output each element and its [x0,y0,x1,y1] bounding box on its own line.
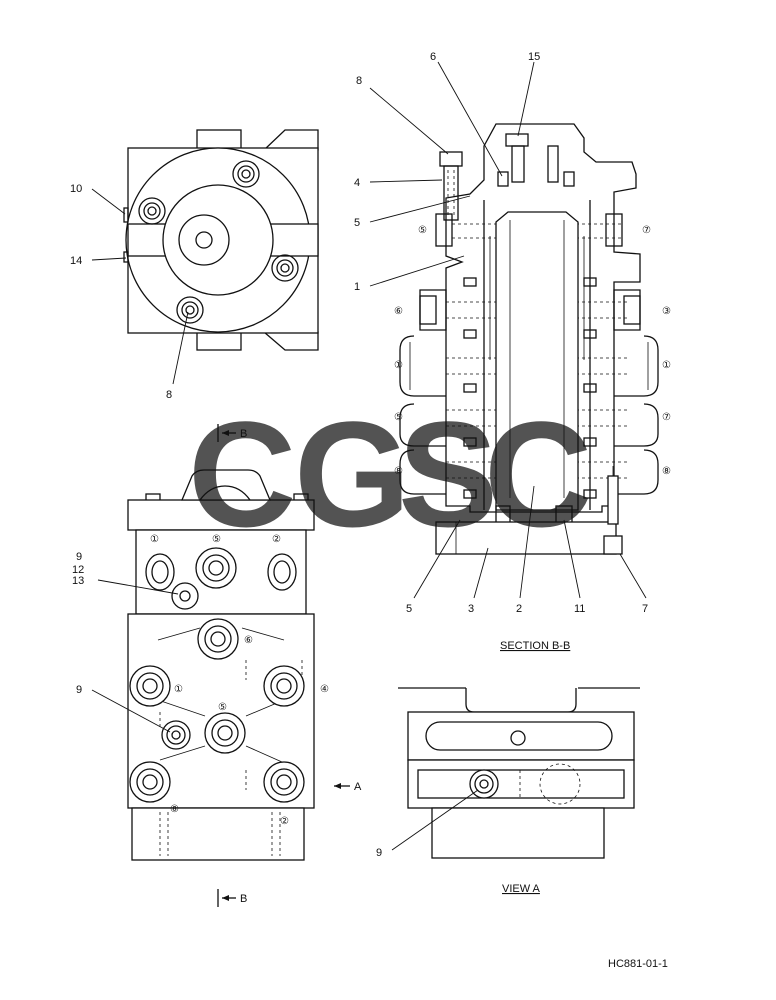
front-port-fitting [129,665,171,707]
port-number: ⑤ [394,412,403,423]
callout-label: 5 [406,603,412,615]
callout-label: 8 [356,75,362,87]
top-view-bolt [271,254,299,282]
front-port-fitting [129,761,171,803]
top-view-bolt [176,296,204,324]
front-port-fitting [204,712,246,754]
view-arrow-label: A [354,781,362,793]
port-number: ① [174,684,183,695]
port-number: ① [150,534,159,545]
watermark-logo: C G S C [188,390,592,558]
port-number: ⑧ [170,804,179,815]
callout-label: 3 [468,603,474,615]
view-a-plug [469,769,499,799]
front-port-fitting [195,547,237,589]
front-port-plug [161,720,191,750]
section-marker-label: B [240,893,247,905]
port-number: ② [280,816,289,827]
port-number: ⑦ [642,225,651,236]
front-port-plug [171,582,199,610]
port-number: ② [272,534,281,545]
watermark-letter: G [294,390,411,558]
front-port-fitting [263,761,305,803]
port-number: ④ [320,684,329,695]
top-view-bolt [138,197,166,225]
port-number: ⑤ [212,534,221,545]
callout-label: 11 [574,603,585,615]
port-number: ① [394,360,403,371]
section-marker-bottom: B [217,889,247,907]
callout-label: 15 [528,51,540,63]
port-number: ⑤ [218,702,227,713]
watermark-letter: C [188,390,296,558]
section-b-b: ⑤ ⑥ ① ⑤ ⑧ ⑦ ③ ① ⑦ ⑧ 8 6 15 4 5 1 5 3 2 1… [354,51,671,652]
section-caption: SECTION B-B [500,640,570,652]
front-port-fitting [263,665,305,707]
top-view-bolt [232,160,260,188]
port-number: ⑥ [244,635,253,646]
view-a: 9 VIEW A [376,687,640,895]
watermark-letter: C [484,390,592,558]
view-caption: VIEW A [502,883,541,895]
callout-label: 9 [76,551,82,563]
port-number: ⑦ [662,412,671,423]
callout-label: 1 [354,281,360,293]
port-number: ⑧ [394,466,403,477]
port-number: ⑧ [662,466,671,477]
section-marker-top: B [217,424,247,442]
top-view: 10 14 8 [70,129,319,401]
view-arrow-a: A [334,781,362,793]
port-number: ① [662,360,671,371]
callout-label: 4 [354,177,360,189]
callout-label: 12 [72,564,84,576]
port-number: ⑥ [394,306,403,317]
drawing-number: HC881-01-1 [608,958,668,970]
callout-label: 5 [354,217,360,229]
callout-label: 8 [166,389,172,401]
section-marker-label: B [240,428,247,440]
front-view: ① ⑤ ② ⑥ ① ④ ⑤ ⑧ ② 9 12 13 9 [72,469,329,861]
watermark-letter: S [398,390,498,558]
callout-label: 2 [516,603,522,615]
front-port-fitting [197,618,239,660]
callout-label: 9 [76,684,82,696]
callout-label: 14 [70,255,82,267]
callout-label: 9 [376,847,382,859]
port-number: ③ [662,306,671,317]
callout-label: 6 [430,51,436,63]
callout-label: 7 [642,603,648,615]
callout-label: 10 [70,183,82,195]
callout-label: 13 [72,575,84,587]
port-number: ⑤ [418,225,427,236]
